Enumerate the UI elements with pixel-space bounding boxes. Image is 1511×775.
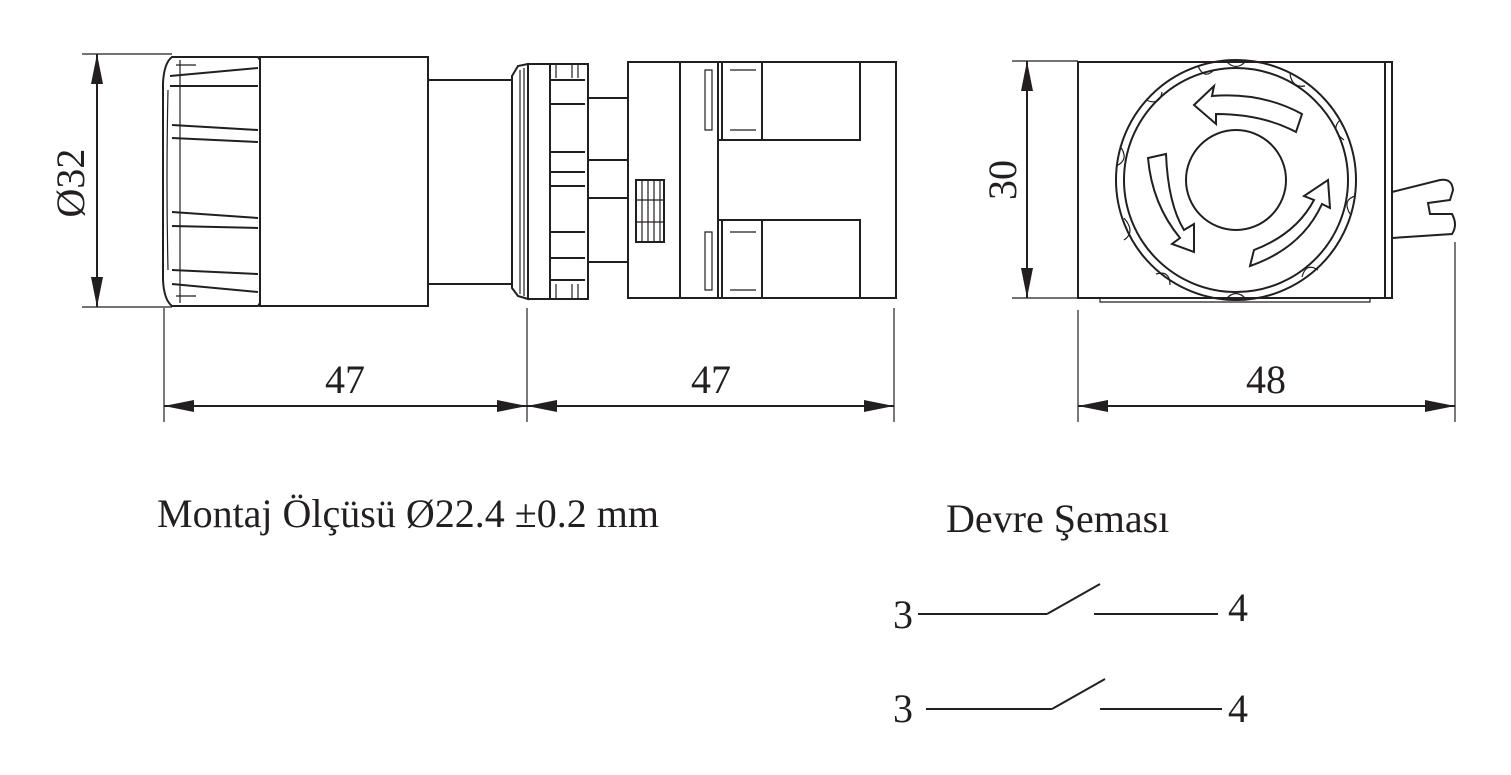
mounting-size-note: Montaj Ölçüsü Ø22.4 ±0.2 mm: [157, 491, 659, 536]
coupling: [588, 97, 628, 263]
front-length-label: 47: [325, 357, 365, 402]
rear-length-label: 47: [691, 357, 731, 402]
body-cylinder: [259, 56, 429, 307]
scallop-notches: [1115, 60, 1356, 300]
mushroom-head: [162, 56, 261, 307]
neck: [427, 79, 513, 285]
contact-1: 3 4: [893, 583, 1248, 637]
diameter-label: Ø32: [48, 149, 93, 218]
circuit-schema-title: Devre Şeması: [946, 496, 1170, 541]
terminal-label: 4: [1228, 585, 1248, 630]
side-view: Ø32 47 47: [48, 53, 897, 422]
width-label: 48: [1246, 357, 1286, 402]
contact-block: [627, 61, 897, 299]
center-button: [1185, 129, 1287, 231]
terminal-label: 3: [893, 592, 913, 637]
front-view: 30 48: [980, 59, 1456, 422]
housing: [1077, 61, 1393, 303]
flange: [511, 62, 529, 301]
contact-2: 3 4: [893, 678, 1248, 731]
rotation-arrow-icons: [1146, 83, 1332, 268]
height-label: 30: [980, 160, 1025, 200]
terminal-label: 4: [1228, 686, 1248, 731]
fixing-nut: [527, 63, 589, 300]
mushroom-outline: [1115, 59, 1357, 301]
key-tab: [1391, 178, 1456, 239]
terminal-label: 3: [893, 686, 913, 731]
circuit-schema: 3 4 3 4: [893, 583, 1248, 731]
